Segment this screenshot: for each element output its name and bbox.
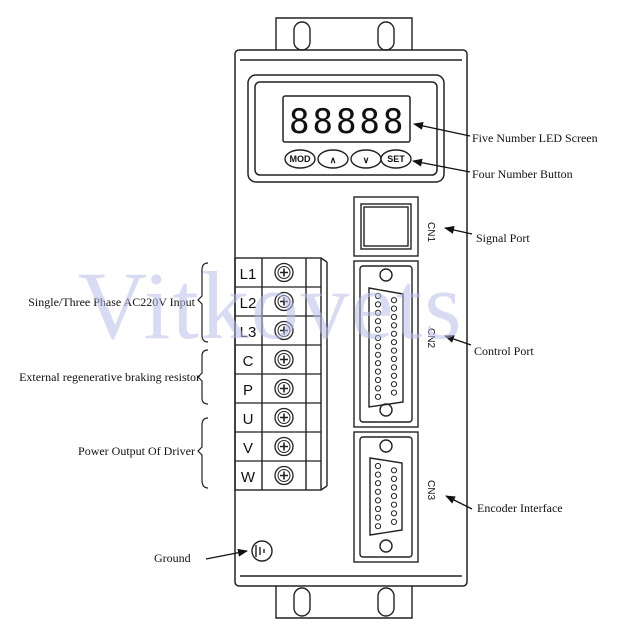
connector-pin bbox=[390, 467, 398, 474]
connector-pin bbox=[374, 505, 382, 513]
buttons-callout: Four Number Button bbox=[472, 167, 573, 181]
terminal-screw-icon[interactable] bbox=[274, 436, 294, 457]
signal-port-callout: Signal Port bbox=[476, 231, 530, 245]
terminal-label-l3: L3 bbox=[240, 324, 257, 341]
terminal-screw-icon[interactable] bbox=[274, 262, 294, 283]
brake-resistor-bracket bbox=[197, 349, 209, 405]
connector-pin bbox=[390, 518, 398, 526]
connector-pin bbox=[374, 309, 382, 316]
set-button[interactable]: SET bbox=[380, 149, 412, 169]
connector-pin bbox=[374, 368, 382, 375]
cn3-label: CN3 bbox=[425, 480, 436, 500]
connector-pin bbox=[374, 480, 382, 487]
terminal-label-v: V bbox=[243, 440, 253, 457]
connector-pin bbox=[390, 493, 398, 500]
cn1-label: CN1 bbox=[425, 222, 436, 242]
set-button-label: SET bbox=[387, 154, 405, 164]
connector-pin bbox=[374, 318, 382, 325]
connector-pin bbox=[390, 305, 398, 312]
connector-pin bbox=[390, 313, 398, 321]
mod-button[interactable]: MOD bbox=[284, 149, 316, 169]
up-arrow-icon: ∧ bbox=[330, 155, 337, 165]
connector-pin bbox=[374, 292, 382, 300]
connector-pin bbox=[390, 475, 398, 482]
terminal-screw-icon[interactable] bbox=[274, 465, 294, 486]
connector-pin bbox=[390, 347, 398, 354]
cn2-label: CN2 bbox=[425, 328, 436, 348]
connector-pin bbox=[390, 381, 398, 388]
connector-pin bbox=[374, 462, 382, 470]
connector-pin bbox=[374, 301, 382, 308]
ground-callout: Ground bbox=[154, 551, 191, 565]
terminal-label-p: P bbox=[243, 382, 253, 399]
connector-pin bbox=[374, 514, 382, 521]
encoder-interface-callout: Encoder Interface bbox=[477, 501, 563, 515]
connector-pin bbox=[374, 376, 382, 384]
input-bracket bbox=[197, 262, 209, 343]
connector-pin bbox=[374, 497, 382, 504]
cn3-encoder-port[interactable] bbox=[353, 431, 419, 563]
cn3-pin-array bbox=[374, 462, 398, 530]
connector-pin bbox=[390, 372, 398, 379]
brake-resistor-callout: External regenerative braking resistor bbox=[19, 370, 200, 384]
connector-pin bbox=[374, 393, 382, 400]
down-button[interactable]: ∨ bbox=[350, 149, 382, 169]
connector-pin bbox=[390, 364, 398, 371]
watermark: Vitkovets bbox=[78, 252, 464, 359]
terminal-label-u: U bbox=[243, 411, 254, 428]
down-arrow-icon: ∨ bbox=[363, 155, 370, 165]
ac-input-callout: Single/Three Phase AC220V Input bbox=[28, 295, 195, 309]
connector-pin bbox=[374, 326, 382, 333]
cn2-pin-array bbox=[374, 292, 398, 400]
led-digits: 88888 bbox=[289, 102, 406, 142]
up-button[interactable]: ∧ bbox=[317, 149, 349, 169]
power-output-callout: Power Output Of Driver bbox=[78, 444, 195, 458]
mod-button-label: MOD bbox=[290, 154, 311, 164]
output-bracket bbox=[197, 417, 209, 489]
terminal-screw-icon[interactable] bbox=[274, 349, 294, 370]
cn2-control-port[interactable] bbox=[353, 260, 419, 428]
terminal-label-l2: L2 bbox=[240, 295, 257, 312]
terminal-label-w: W bbox=[241, 469, 256, 486]
connector-pin bbox=[390, 339, 398, 346]
connector-pin bbox=[374, 360, 382, 367]
led-screen-callout: Five Number LED Screen bbox=[472, 131, 598, 145]
connector-pin bbox=[390, 322, 398, 329]
connector-pin bbox=[374, 523, 382, 530]
connector-pin bbox=[390, 389, 398, 396]
terminal-screw-icon[interactable] bbox=[274, 378, 294, 399]
connector-pin bbox=[374, 334, 382, 342]
terminal-screw-icon[interactable] bbox=[274, 320, 294, 341]
terminal-label-c: C bbox=[243, 353, 254, 370]
terminal-screw-icon[interactable] bbox=[274, 291, 294, 312]
terminal-label-l1: L1 bbox=[240, 266, 257, 283]
connector-pin bbox=[390, 501, 398, 508]
connector-pin bbox=[374, 351, 382, 358]
control-port-callout: Control Port bbox=[474, 344, 534, 358]
connector-pin bbox=[374, 471, 382, 478]
connector-pin bbox=[374, 488, 382, 495]
connector-pin bbox=[390, 510, 398, 517]
callout-arrows bbox=[205, 121, 473, 560]
connector-pin bbox=[374, 385, 382, 392]
connector-pin bbox=[374, 343, 382, 350]
connector-pin bbox=[390, 297, 398, 304]
top-mounting-flange bbox=[275, 17, 413, 51]
connector-pin bbox=[390, 484, 398, 491]
connector-pin bbox=[390, 355, 398, 363]
connector-pin bbox=[390, 330, 398, 337]
bottom-mounting-flange bbox=[275, 586, 413, 619]
terminal-screw-icon[interactable] bbox=[274, 407, 294, 428]
ground-terminal bbox=[251, 540, 273, 562]
cn1-signal-port[interactable] bbox=[353, 196, 419, 257]
